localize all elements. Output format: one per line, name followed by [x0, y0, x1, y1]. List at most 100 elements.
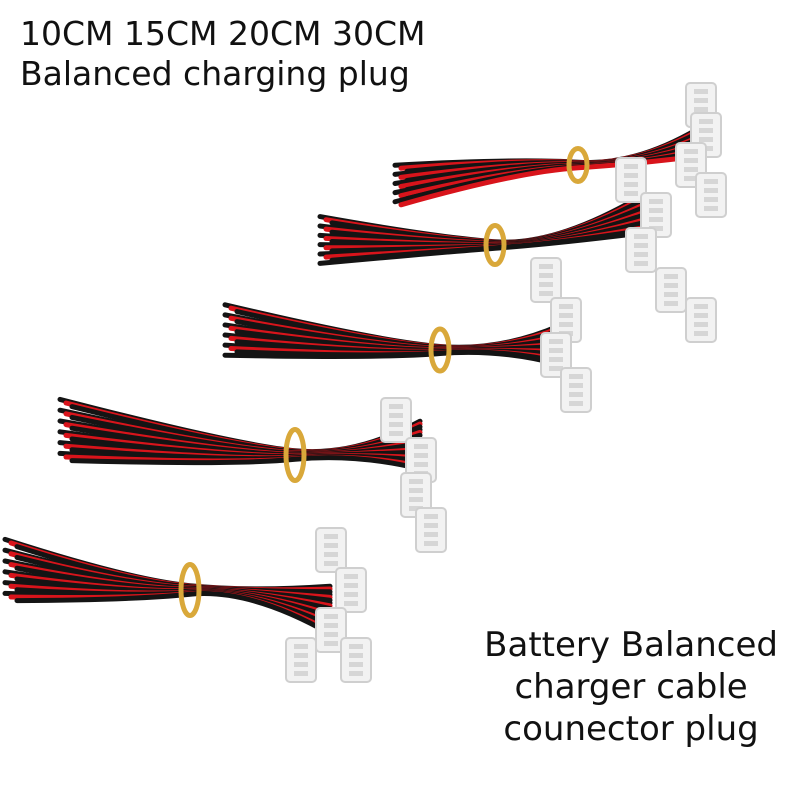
connector-body	[540, 332, 572, 378]
connector-pin	[649, 199, 663, 204]
connector-pin	[389, 431, 403, 436]
cable-bundle	[317, 194, 643, 266]
connector-plug	[540, 332, 572, 378]
connector-pin	[539, 264, 553, 269]
connector-pin	[684, 149, 698, 154]
connector-pin	[559, 322, 573, 327]
subtitle-text: Balanced charging plug	[20, 54, 410, 93]
connector-pin	[294, 671, 308, 676]
connector-pin	[349, 653, 363, 658]
connector-body	[380, 397, 412, 443]
connector-pin	[569, 374, 583, 379]
rubber-band	[283, 427, 307, 483]
cable-bundle	[392, 122, 708, 208]
connector-plug	[695, 172, 727, 218]
connector-pin	[324, 623, 338, 628]
connector-body	[340, 637, 372, 683]
connector-pin	[569, 392, 583, 397]
connector-pin	[649, 208, 663, 213]
top-caption: 10CM 15CM 20CM 30CM Balanced charging pl…	[20, 14, 426, 94]
cable-bundle	[57, 396, 423, 472]
wire	[317, 230, 643, 266]
connector-pin	[694, 107, 708, 112]
connector-body	[655, 267, 687, 313]
connector-pin	[414, 462, 428, 467]
connector-pin	[389, 413, 403, 418]
rubber-band	[483, 223, 507, 267]
wire	[14, 591, 333, 637]
connector-plug	[340, 637, 372, 683]
connector-body	[560, 367, 592, 413]
connector-pin	[634, 252, 648, 257]
connector-pin	[294, 644, 308, 649]
connector-pin	[344, 592, 358, 597]
connector-pin	[684, 158, 698, 163]
connector-pin	[549, 357, 563, 362]
connector-pin	[324, 561, 338, 566]
connector-pin	[549, 339, 563, 344]
connector-pin	[324, 632, 338, 637]
connector-body	[415, 507, 447, 553]
connector-pin	[699, 128, 713, 133]
connector-plug	[285, 637, 317, 683]
connector-pin	[324, 641, 338, 646]
connector-pin	[569, 383, 583, 388]
connector-pin	[699, 119, 713, 124]
connector-plug	[625, 227, 657, 273]
connector-plug	[415, 507, 447, 553]
connector-pin	[634, 234, 648, 239]
connector-pin	[324, 614, 338, 619]
connector-pin	[624, 164, 638, 169]
rubber-band	[566, 146, 590, 184]
connector-pin	[624, 191, 638, 196]
connector-pin	[424, 532, 438, 537]
connector-pin	[694, 98, 708, 103]
connector-pin	[704, 188, 718, 193]
connector-pin	[624, 182, 638, 187]
connector-pin	[344, 601, 358, 606]
connector-body	[615, 157, 647, 203]
connector-pin	[704, 206, 718, 211]
connector-pin	[294, 653, 308, 658]
connector-pin	[559, 304, 573, 309]
connector-body	[625, 227, 657, 273]
connector-pin	[549, 366, 563, 371]
connector-pin	[324, 534, 338, 539]
connector-pin	[409, 488, 423, 493]
connector-pin	[704, 179, 718, 184]
connector-pin	[649, 226, 663, 231]
connector-pin	[684, 167, 698, 172]
connector-pin	[539, 273, 553, 278]
connector-pin	[424, 541, 438, 546]
connector-pin	[414, 444, 428, 449]
connector-plug	[335, 567, 367, 613]
connector-pin	[424, 514, 438, 519]
connector-pin	[409, 497, 423, 502]
cable-bundle	[2, 536, 333, 637]
connector-pin	[349, 662, 363, 667]
lengths-text: 10CM 15CM 20CM 30CM	[20, 14, 426, 53]
connector-pin	[569, 401, 583, 406]
bottom-caption: Battery Balanced charger cable counector…	[484, 624, 778, 750]
connector-pin	[539, 291, 553, 296]
connector-pin	[694, 331, 708, 336]
connector-pin	[409, 506, 423, 511]
connector-pin	[549, 348, 563, 353]
connector-pin	[634, 243, 648, 248]
connector-plug	[640, 192, 672, 238]
connector-body	[530, 257, 562, 303]
connector-plug	[380, 397, 412, 443]
connector-pin	[389, 404, 403, 409]
connector-pin	[699, 137, 713, 142]
connector-pin	[324, 543, 338, 548]
connector-pin	[409, 479, 423, 484]
connector-pin	[634, 261, 648, 266]
connector-pin	[294, 662, 308, 667]
connector-pin	[349, 644, 363, 649]
rubber-band	[178, 562, 202, 618]
connector-pin	[559, 313, 573, 318]
connector-pin	[424, 523, 438, 528]
connector-body	[285, 637, 317, 683]
connector-pin	[324, 552, 338, 557]
